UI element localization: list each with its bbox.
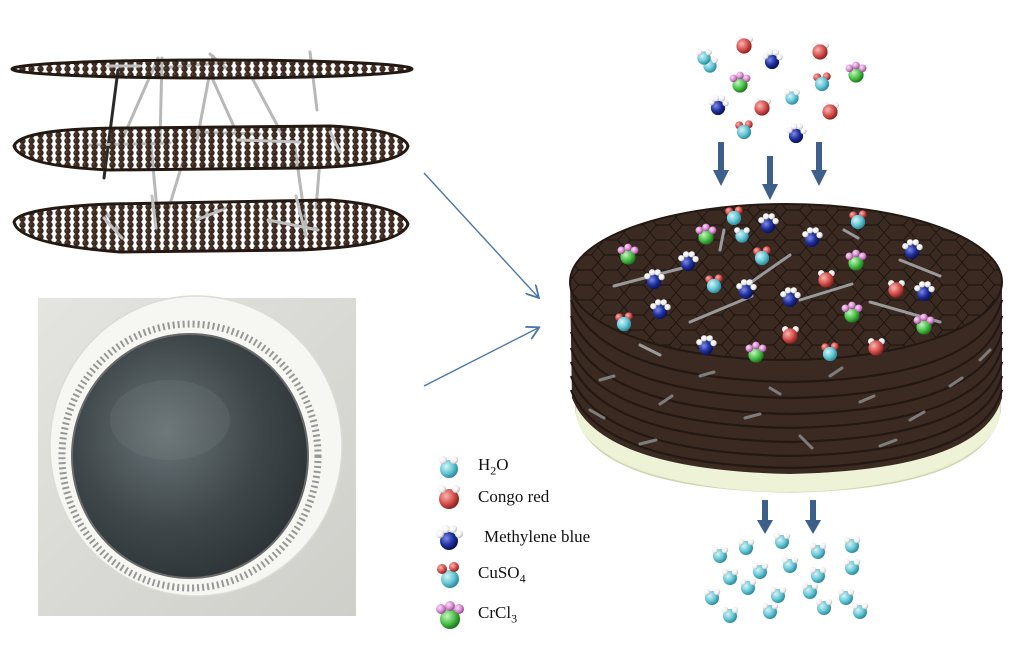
methylene-blue-molecule	[644, 269, 665, 290]
water-molecule	[737, 538, 755, 555]
crcl3-molecule	[841, 301, 863, 323]
arrow-down-in-1	[713, 142, 729, 186]
crcl3-molecule	[845, 249, 867, 271]
congo-red-molecule-icon	[438, 485, 460, 509]
water-molecule	[703, 588, 721, 605]
membrane-photo	[38, 295, 356, 616]
cuso4-molecule	[849, 210, 867, 230]
legend-item-cuso4: CuSO4	[432, 560, 526, 590]
crcl3-molecule	[845, 61, 867, 83]
crcl3-molecule-icon	[436, 601, 464, 629]
methylene-blue-molecule	[758, 213, 779, 234]
arrow-down-in-3	[811, 142, 827, 186]
congo-red-molecule	[888, 280, 905, 298]
cuso4-molecule	[615, 312, 633, 332]
methylene-blue-molecule	[708, 95, 729, 116]
crcl3-molecule	[617, 243, 639, 265]
water-molecule	[769, 586, 787, 603]
arrow-down-out-2	[805, 500, 821, 534]
graphene-sheet-bottom	[14, 200, 408, 252]
filtration-disk	[569, 203, 1004, 493]
legend-item-crcl3: CrCl3	[432, 600, 517, 630]
legend-label-cuso4: CuSO4	[478, 563, 526, 586]
congo-red-molecule	[818, 270, 835, 288]
methylene-blue-molecule	[736, 279, 757, 300]
methylene-blue-molecule	[902, 239, 923, 260]
crcl3-molecule	[729, 71, 751, 93]
methylene-blue-molecule	[762, 49, 783, 70]
arrow-photo-to-membrane	[423, 328, 538, 387]
cuso4-molecule	[813, 72, 831, 92]
methylene-blue-molecule	[696, 335, 717, 356]
water-molecule	[809, 542, 827, 559]
cuso4-molecule	[735, 120, 753, 140]
water-molecule	[739, 578, 757, 595]
water-molecule	[781, 556, 799, 573]
cuso4-molecule-icon	[437, 562, 459, 588]
methylene-blue-molecule	[786, 123, 807, 144]
graphene-sheet-middle	[14, 126, 408, 170]
crcl3-molecule	[913, 313, 935, 335]
cuso4-molecule	[725, 206, 743, 226]
water-molecule	[734, 227, 750, 243]
cuso4-molecule	[821, 342, 839, 362]
crcl3-molecule	[695, 223, 717, 245]
stacked-sheets-model	[10, 50, 414, 254]
methylene-blue-molecule	[802, 227, 823, 248]
methylene-blue-molecule-icon	[436, 525, 463, 550]
water-molecule	[801, 582, 819, 599]
methylene-blue-molecule	[650, 299, 671, 320]
water-molecule	[851, 602, 869, 619]
molecules-layer	[615, 36, 935, 623]
flow-arrows	[713, 142, 827, 534]
arrow-model-to-membrane	[423, 172, 538, 297]
legend-item-methylene-blue: Methylene blue	[432, 522, 590, 552]
legend-item-water: H2O	[432, 452, 509, 482]
methylene-blue-molecule	[678, 251, 699, 272]
congo-red-molecule	[868, 338, 885, 356]
graphene-membrane	[71, 333, 309, 579]
water-molecule	[837, 588, 855, 605]
water-molecule	[711, 546, 729, 563]
congo-red-molecule	[822, 102, 839, 120]
congo-red-molecule	[812, 42, 829, 60]
arrow-down-in-2	[762, 156, 778, 200]
legend-item-congo-red: Congo red	[432, 482, 549, 512]
stacked-layers	[569, 299, 1004, 470]
congo-red-molecule	[736, 36, 753, 54]
water-molecule	[809, 566, 827, 583]
cuso4-molecule	[705, 274, 723, 294]
water-molecule	[784, 89, 800, 105]
congo-red-molecule	[754, 98, 771, 116]
water-molecule	[843, 536, 861, 553]
water-molecule	[773, 532, 791, 549]
congo-red-molecule	[782, 326, 799, 344]
water-molecule	[815, 598, 833, 615]
water-molecule	[696, 49, 712, 65]
legend-label-water: H2O	[478, 455, 509, 478]
process-arrows	[423, 172, 538, 387]
water-molecule-icon	[439, 456, 458, 478]
cuso4-molecule	[753, 246, 771, 266]
methylene-blue-molecule	[914, 281, 935, 302]
arrow-down-out-1	[757, 500, 773, 534]
water-molecule	[761, 602, 779, 619]
water-molecule	[751, 562, 769, 579]
crcl3-molecule	[745, 341, 767, 363]
water-molecule	[843, 558, 861, 575]
legend-label-crcl3: CrCl3	[478, 603, 518, 626]
legend-label-congo-red: Congo red	[478, 487, 550, 506]
water-molecule	[721, 568, 739, 585]
legend-label-methylene-blue: Methylene blue	[484, 527, 591, 546]
water-molecule	[721, 606, 739, 623]
methylene-blue-molecule	[780, 287, 801, 308]
